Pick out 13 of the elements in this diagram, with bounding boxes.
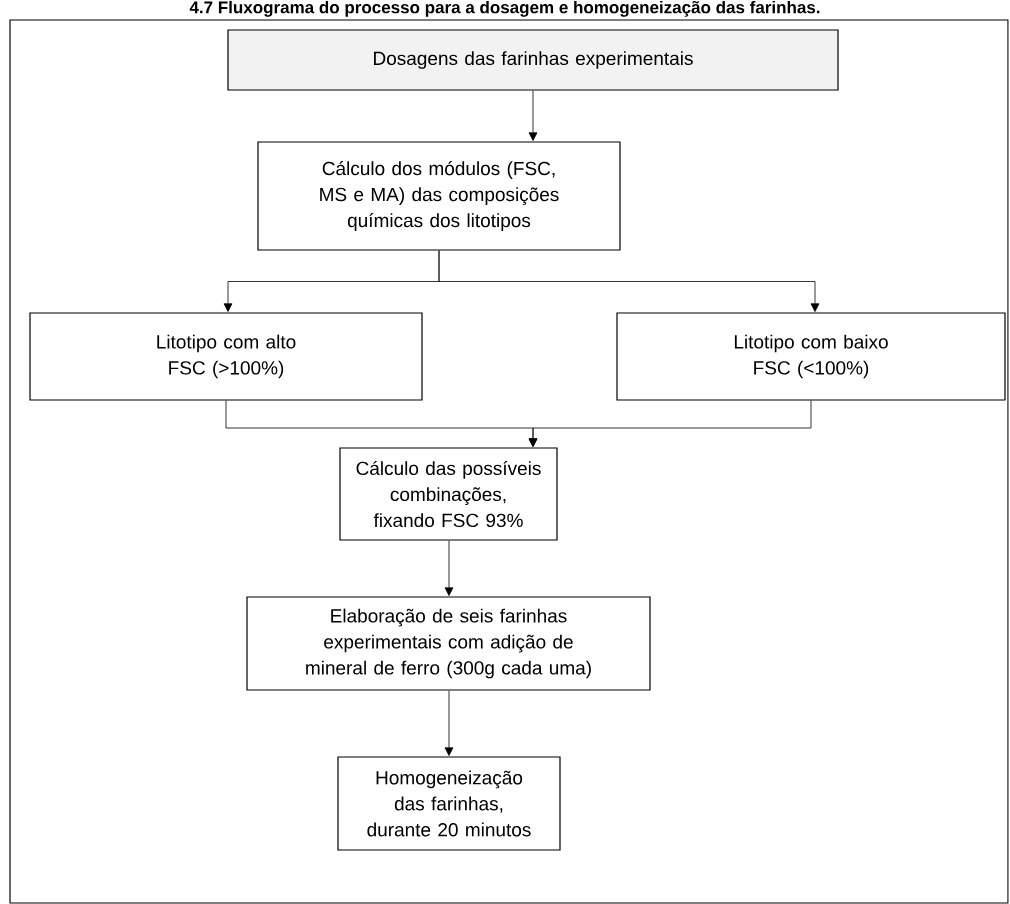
process-box: Homogeneização das farinhas, durante 20 minutos xyxy=(337,756,561,851)
arrow xyxy=(528,90,538,141)
process-box: Cálculo das possíveis combinações, fixando FSC 93% xyxy=(339,447,558,541)
process-box: Litotipo com alto FSC (>100%) xyxy=(29,312,423,401)
arrow xyxy=(438,250,820,312)
process-box: Dosagens das farinhas experimentais xyxy=(227,29,839,91)
arrow xyxy=(444,690,454,756)
process-box: Elaboração de seis farinhas experimentais com adição de mineral de ferro (300g cada uma) xyxy=(246,596,651,691)
process-box: Cálculo dos módulos (FSC, MS e MA) das composições químicas dos litotipos xyxy=(257,141,621,251)
process-box: Litotipo com baixo FSC (<100%) xyxy=(616,312,1006,401)
arrow xyxy=(444,540,454,596)
arrow xyxy=(528,400,812,447)
title: 4.7 Fluxograma do processo para a dosagem e homogeneização das farinhas. xyxy=(189,0,820,17)
